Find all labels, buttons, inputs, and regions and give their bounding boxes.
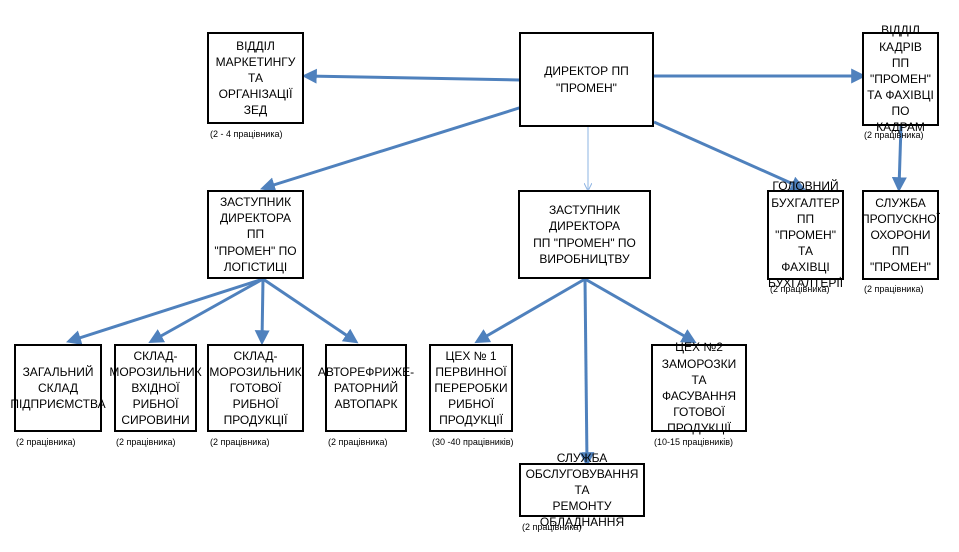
arrow-director-marketing — [301, 68, 521, 84]
shop2-box: ЦЕХ №2 ЗАМОРОЗКИ ТА ФАСУВАННЯ ГОТОВОЇ ПР… — [651, 340, 747, 435]
finished-product-freezer-warehouse-box: СКЛАД- МОРОЗИЛЬНИК ГОТОВОЇ РИБНОЇ ПРОДУК… — [207, 344, 304, 432]
arrow-logistics-general-warehouse — [66, 277, 264, 345]
refrigerated-autopark-box: АВТОРЕФРИЖЕ- РАТОРНИЙ АВТОПАРК — [318, 344, 414, 432]
arrow-production-maintenance — [579, 278, 595, 468]
hr-department-box: ВІДДІЛ КАДРІВ ПП "ПРОМЕН" ТА ФАХІВЦІ ПО … — [862, 23, 939, 134]
arrow-logistics-warehouse-raw — [148, 277, 264, 344]
deputy-logistics-box: ЗАСТУПНИК ДИРЕКТОРА ПП "ПРОМЕН" ПО ЛОГІС… — [207, 190, 304, 279]
arrow-logistics-autopark — [262, 277, 359, 344]
shop2-staff-note: (10-15 працівників) — [654, 437, 734, 447]
maintenance-staff-note: (2 працівника) — [522, 522, 582, 532]
general-warehouse-box: ЗАГАЛЬНИЙ СКЛАД ПІДПРИЄМСТВА — [10, 344, 106, 432]
marketing-department-box: ВІДДІЛ МАРКЕТИНГУ ТА ОРГАНІЗАЦІЇ ЗЕД — [207, 32, 304, 124]
raw-fish-freezer-warehouse-box: СКЛАД- МОРОЗИЛЬНИК ВХІДНОЇ РИБНОЇ СИРОВИ… — [109, 344, 202, 432]
arrow-director-chief-accountant — [653, 120, 806, 191]
security-service-box: СЛУЖБА ПРОПУСКНОЇ ОХОРОНИ ПП "ПРОМЕН" — [861, 190, 940, 280]
chief-accountant-staff-note: (2 працівника) — [770, 284, 830, 294]
chief-accountant-box: ГОЛОВНИЙ БУХГАЛТЕР ПП "ПРОМЕН" ТА ФАХІВЦ… — [767, 179, 844, 291]
arrow-director-deputy-logistics — [259, 101, 536, 192]
hr-staff-note: (2 працівника) — [864, 130, 924, 140]
shop1-box: ЦЕХ № 1 ПЕРВИННОЇ ПЕРЕРОБКИ РИБНОЇ ПРОДУ… — [429, 344, 513, 432]
raw-fish-freezer-staff-note: (2 працівника) — [116, 437, 176, 447]
arrow-hr-security — [891, 125, 907, 193]
director-box: ДИРЕКТОР ПП "ПРОМЕН" — [519, 32, 654, 127]
maintenance-service-box: СЛУЖБА ОБСЛУГОВУВАННЯ ТА РЕМОНТУ ОБЛАДНА… — [519, 451, 645, 529]
autopark-staff-note: (2 працівника) — [328, 437, 388, 447]
security-staff-note: (2 працівника) — [864, 284, 924, 294]
shop1-staff-note: (30 -40 працівників) — [432, 437, 514, 447]
arrow-production-shop1 — [474, 277, 586, 344]
general-warehouse-staff-note: (2 працівника) — [16, 437, 76, 447]
finished-product-freezer-staff-note: (2 працівника) — [210, 437, 270, 447]
deputy-production-box: ЗАСТУПНИК ДИРЕКТОРА ПП "ПРОМЕН" ПО ВИРОБ… — [518, 190, 651, 279]
arrow-logistics-warehouse-finished — [254, 278, 270, 346]
arrow-production-shop2 — [584, 277, 697, 344]
marketing-staff-note: (2 - 4 працівника) — [210, 129, 283, 139]
